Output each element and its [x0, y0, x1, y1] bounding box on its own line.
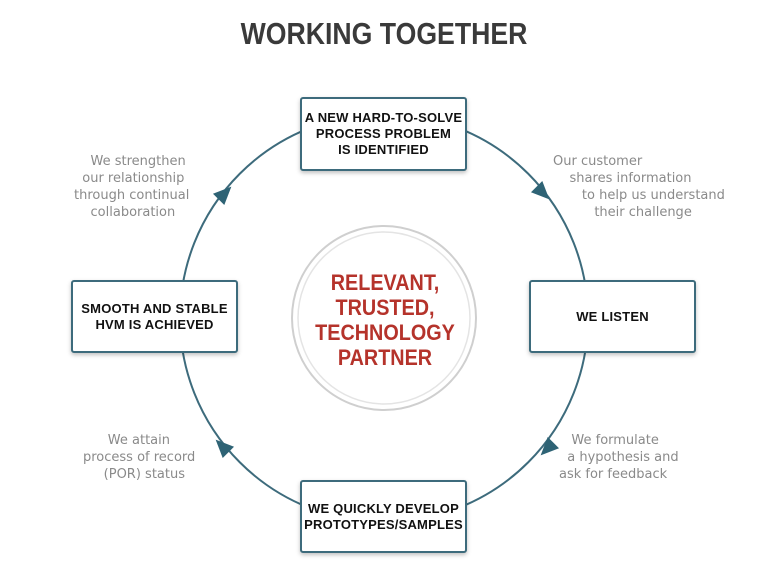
step-label: WE QUICKLY DEVELOP PROTOTYPES/SAMPLES [304, 500, 463, 532]
step-develop-prototypes: WE QUICKLY DEVELOP PROTOTYPES/SAMPLES [300, 480, 467, 553]
arrow-bottom-left-icon [215, 439, 235, 459]
note-attain-por: We attain process of record (POR) status [83, 433, 196, 482]
step-problem-identified: A NEW HARD-TO-SOLVE PROCESS PROBLEM IS I… [300, 97, 467, 171]
diagram-title: WORKING TOGETHER [240, 16, 528, 51]
center-statement: RELEVANT, TRUSTED, TECHNOLOGY PARTNER [315, 270, 455, 370]
note-strengthen-relationship: We strengthen our relationship through c… [74, 154, 190, 220]
arrow-bottom-right-icon [540, 436, 560, 456]
step-hvm-achieved: SMOOTH AND STABLE HVM IS ACHIEVED [71, 280, 238, 353]
note-customer-shares: Our customer shares information to help … [553, 154, 725, 220]
arrow-top-left-icon [212, 186, 232, 206]
center-inner-ring [297, 231, 471, 405]
step-label: A NEW HARD-TO-SOLVE PROCESS PROBLEM IS I… [304, 110, 463, 157]
step-label: SMOOTH AND STABLE HVM IS ACHIEVED [81, 300, 228, 332]
arrow-top-right-icon [530, 180, 550, 200]
step-we-listen: WE LISTEN [529, 280, 696, 353]
step-label: WE LISTEN [576, 308, 649, 324]
center-outer-ring [291, 225, 477, 411]
note-formulate-hypothesis: We formulate a hypothesis and ask for fe… [559, 433, 679, 482]
